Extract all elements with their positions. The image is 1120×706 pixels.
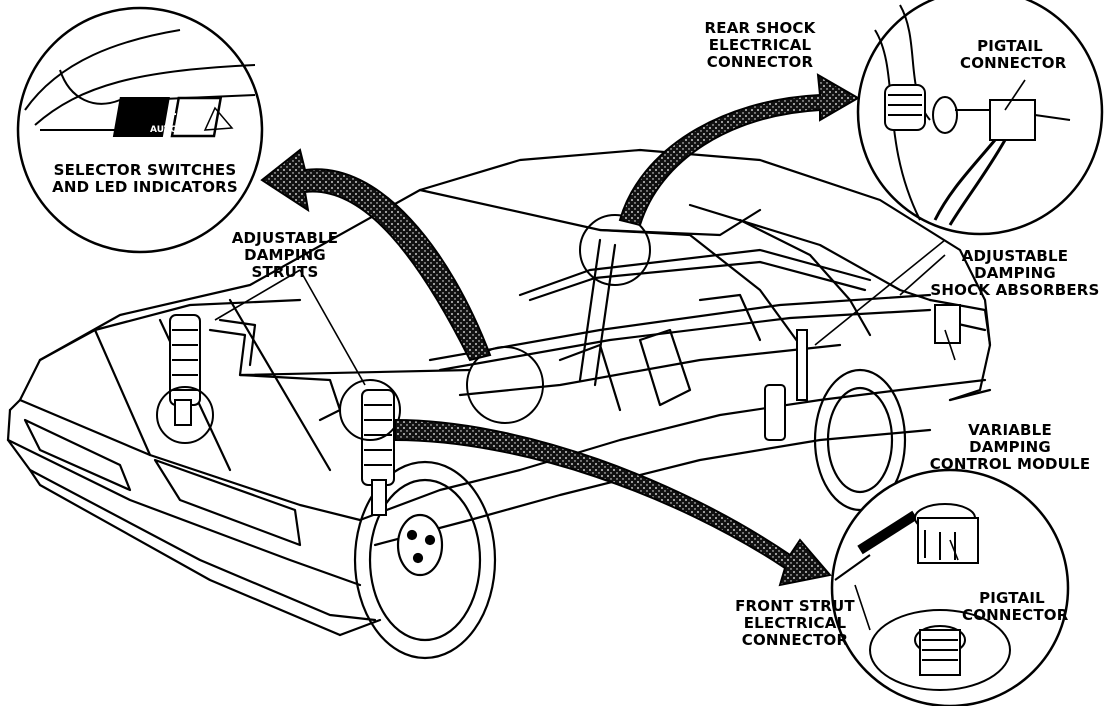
left-front-strut	[169, 314, 201, 426]
right-front-strut	[361, 389, 395, 516]
switch-callout-circle	[466, 346, 544, 424]
rear-connector-callout	[856, 0, 1104, 236]
rear-shock	[764, 329, 808, 441]
label-variable-damping-control-module: VARIABLE DAMPING CONTROL MODULE	[929, 421, 1091, 473]
label-adjustable-damping-shock-absorbers: ADJUSTABLE DAMPING SHOCK ABSORBERS	[930, 247, 1100, 299]
label-rear-shock-connector: REAR SHOCK ELECTRICAL CONNECTOR	[704, 19, 816, 71]
label-front-strut-connector: FRONT STRUT ELECTRICAL CONNECTOR	[735, 597, 855, 649]
front-wheel	[353, 460, 497, 660]
arrow-to-front-connector	[394, 418, 832, 587]
rear-shock-callout-circle	[579, 214, 651, 286]
leader-lines	[214, 79, 1026, 631]
label-selector-switches: SELECTOR SWITCHES AND LED INDICATORS	[52, 161, 238, 196]
label-pigtail-connector-bottom: PIGTAIL CONNECTOR	[962, 589, 1069, 624]
arrows	[260, 73, 861, 587]
arrow-to-selector	[260, 148, 492, 362]
selector-callout: T.S. AUTO	[16, 6, 264, 254]
arrow-to-rear-connector	[618, 73, 861, 227]
front-strut-callout-circle	[156, 386, 214, 444]
label-adjustable-damping-struts: ADJUSTABLE DAMPING STRUTS	[231, 229, 339, 281]
front-connector-callout	[830, 468, 1070, 706]
switch-text-bottom: AUTO	[150, 125, 178, 135]
label-pigtail-connector-top: PIGTAIL CONNECTOR	[960, 37, 1067, 72]
switch-text-top: T.S.	[168, 107, 188, 118]
